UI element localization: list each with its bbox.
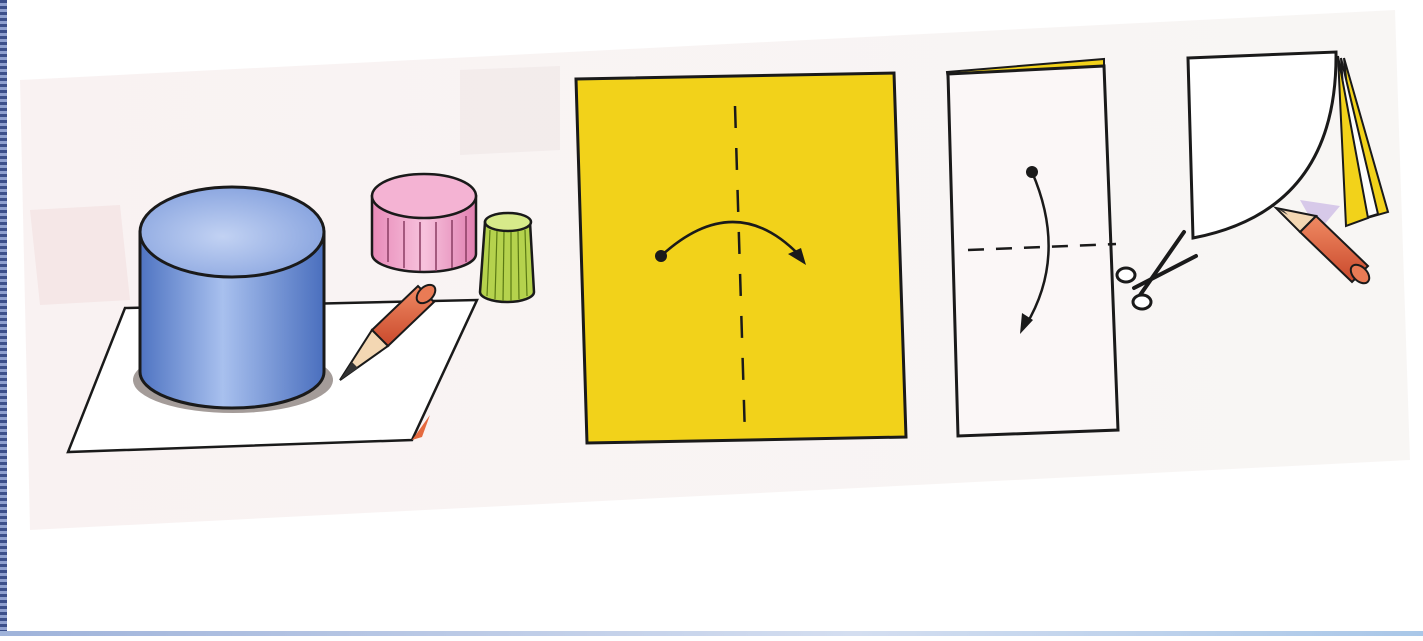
step4-cut-arc — [1186, 50, 1390, 285]
fold-arrow-arc — [660, 220, 801, 257]
cylinder-top — [138, 185, 326, 279]
background-smudge — [460, 66, 560, 155]
fold-line-horizontal — [967, 242, 1117, 252]
step3-fold-again — [945, 57, 1120, 438]
yellow-paper-sheet — [574, 71, 908, 445]
step1-trace-cylinder — [66, 172, 536, 454]
pencil-icon — [339, 283, 437, 381]
scan-left-edge — [0, 0, 7, 636]
fold-line-vertical — [733, 105, 747, 438]
paper-corner-curl — [412, 415, 430, 440]
arrow-head-icon — [1020, 313, 1033, 334]
green-paper-cup — [478, 211, 536, 304]
background-smudge — [30, 205, 130, 305]
scissors-icon — [1115, 230, 1198, 311]
arrow-head-icon — [788, 248, 806, 265]
paper-shade — [1300, 200, 1340, 232]
step2-fold-in-half — [574, 71, 908, 445]
cylinder-body — [138, 230, 326, 410]
folded-white-sheet — [946, 64, 1120, 438]
top-paper-layer — [1186, 50, 1338, 240]
scan-bottom-edge — [0, 631, 1423, 636]
pencil-icon — [1272, 206, 1371, 285]
pink-round-box — [370, 172, 478, 274]
paper-layer-yellow — [1337, 55, 1370, 228]
fold-arrow-arc — [1024, 171, 1050, 326]
